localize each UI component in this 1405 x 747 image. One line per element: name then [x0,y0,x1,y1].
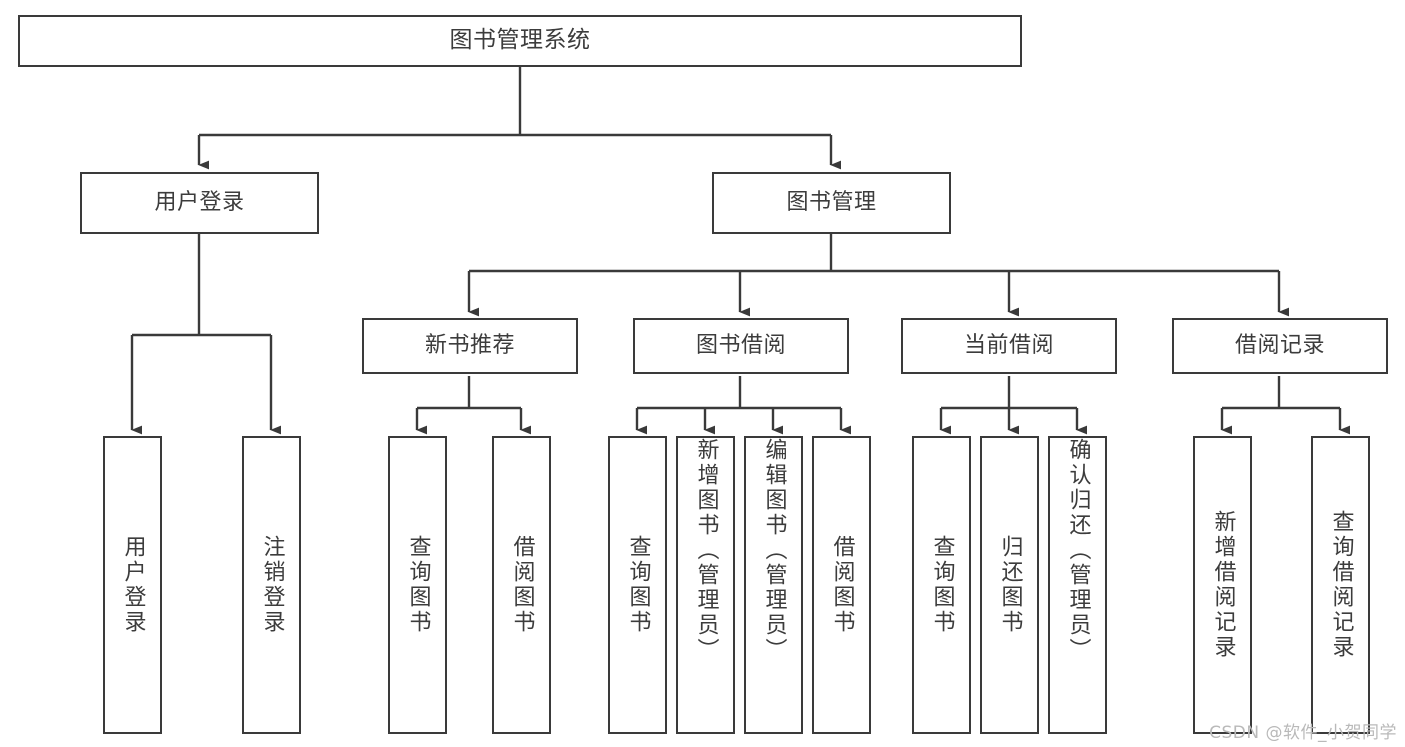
node-label: 新增图书（管理员） [693,438,719,663]
node-root-system[interactable]: 图书管理系统 [18,15,1022,67]
node-user-login[interactable]: 用户登录 [80,172,319,234]
node-label: 确认归还（管理员） [1065,438,1091,663]
csdn-watermark: CSDN @软件_小贺同学 [1209,723,1397,743]
leaf-user-logout[interactable]: 注销登录 [242,436,301,734]
node-label: 当前借阅 [963,333,1054,359]
node-current-borrow[interactable]: 当前借阅 [901,318,1117,374]
leaf-query-borrow-record[interactable]: 查询借阅记录 [1311,436,1370,734]
node-label: 新书推荐 [424,333,515,359]
node-label: 注销登录 [259,535,285,635]
node-book-manage[interactable]: 图书管理 [712,172,951,234]
leaf-user-login[interactable]: 用户登录 [103,436,162,734]
leaf-borrow-book[interactable]: 借阅图书 [812,436,871,734]
node-label: 查询借阅记录 [1328,510,1354,660]
node-borrow-record[interactable]: 借阅记录 [1172,318,1388,374]
node-label: 用户登录 [120,535,146,635]
node-label: 查询图书 [405,535,431,635]
node-label: 借阅图书 [829,535,855,635]
leaf-confirm-return[interactable]: 确认归还（管理员） [1048,436,1107,734]
node-label: 图书管理 [786,190,877,216]
leaf-return-book[interactable]: 归还图书 [980,436,1039,734]
leaf-add-book[interactable]: 新增图书（管理员） [676,436,735,734]
leaf-query-book-current[interactable]: 查询图书 [912,436,971,734]
node-label: 借阅记录 [1234,333,1325,359]
leaf-edit-book[interactable]: 编辑图书（管理员） [744,436,803,734]
node-new-book-recommend[interactable]: 新书推荐 [362,318,578,374]
leaf-query-book-borrow[interactable]: 查询图书 [608,436,667,734]
node-label: 借阅图书 [509,535,535,635]
node-label: 编辑图书（管理员） [761,438,787,663]
leaf-add-borrow-record[interactable]: 新增借阅记录 [1193,436,1252,734]
leaf-borrow-book-recommend[interactable]: 借阅图书 [492,436,551,734]
node-label: 图书管理系统 [449,27,591,54]
node-label: 查询图书 [929,535,955,635]
node-label: 查询图书 [625,535,651,635]
node-book-borrow[interactable]: 图书借阅 [633,318,849,374]
node-label: 归还图书 [997,535,1023,635]
node-label: 图书借阅 [695,333,786,359]
leaf-query-book-recommend[interactable]: 查询图书 [388,436,447,734]
node-label: 新增借阅记录 [1210,510,1236,660]
node-label: 用户登录 [154,190,245,216]
